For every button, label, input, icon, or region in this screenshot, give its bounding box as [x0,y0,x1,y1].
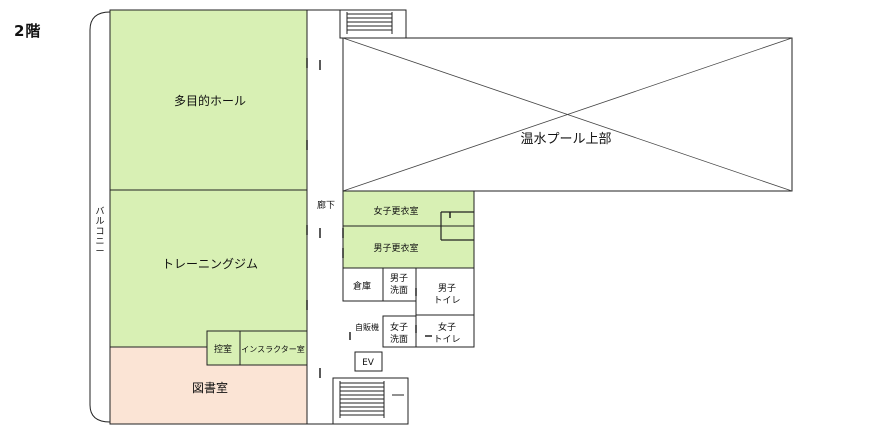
label-vending: 自販機 [355,322,379,332]
balcony-char: バ [95,206,104,217]
label-waiting-room: 控室 [214,343,232,355]
stairs-bottom[interactable] [332,377,409,425]
locker-partitions [440,211,474,241]
pool-cross [342,37,793,192]
label-library: 図書室 [192,380,228,395]
elevator-box[interactable] [354,351,383,372]
label-training-gym: トレーニングジム [162,257,258,271]
floor-label: 2階 [14,22,42,40]
balcony-char: ル [95,217,104,227]
room-library[interactable] [109,346,308,425]
label-mens-toilet: 男子 [438,283,456,294]
label-mens-toilet: トイレ [433,296,460,306]
room-instructor[interactable] [239,330,308,366]
label-elevator: EV [362,358,375,368]
room-waiting-room[interactable] [206,330,241,366]
label-womens-toilet: 女子 [438,321,456,333]
room-womens-washroom[interactable] [382,315,417,348]
label-womens-washroom: 洗面 [390,333,408,345]
label-womens-washroom: 女子 [390,321,408,333]
balcony-char: ー [95,247,104,257]
room-mens-washroom[interactable] [382,267,417,302]
label-storage: 倉庫 [353,280,371,292]
door-marks [306,58,451,378]
room-womens-locker[interactable] [342,190,475,227]
label-pool-upper: 温水プール上部 [520,132,611,147]
label-womens-locker: 女子更衣室 [373,205,418,217]
label-mens-locker: 男子更衣室 [373,242,418,254]
label-mens-washroom: 洗面 [390,284,408,296]
room-mens-locker[interactable] [342,225,475,269]
label-multipurpose-hall: 多目的ホール [174,93,246,108]
balcony-char: ニ [95,237,104,247]
label-womens-toilet: トイレ [433,335,460,345]
label-corridor: 廊下 [317,199,335,211]
label-instructor-room: インスラクター室 [241,344,305,354]
balcony-char: コ [95,227,104,237]
stairs-bottom-steps [339,381,404,418]
label-balcony: バ ル コ ニ ー [95,206,104,257]
stairs-top-steps [346,12,393,34]
balcony-outline [89,11,111,423]
room-multipurpose-hall[interactable] [109,9,308,191]
room-mens-toilet[interactable] [415,267,475,316]
label-mens-washroom: 男子 [390,273,408,284]
